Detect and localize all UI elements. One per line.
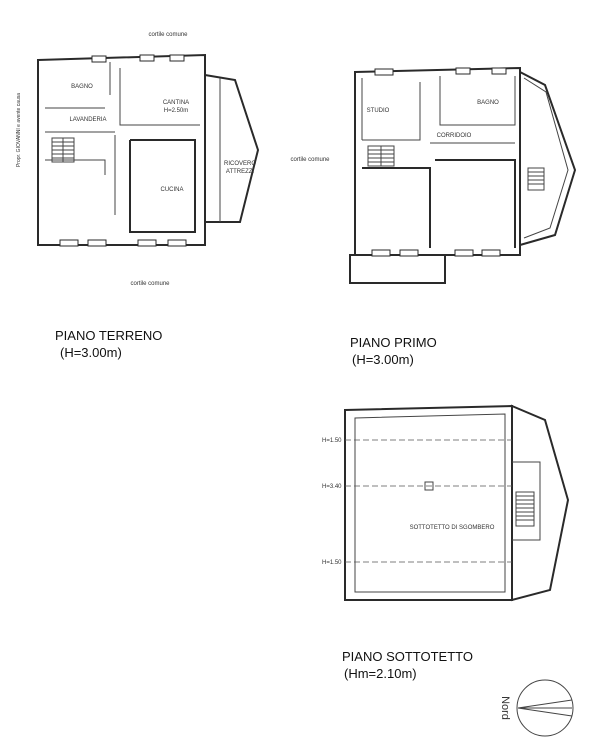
first-floor-height: (H=3.00m) (352, 352, 414, 367)
ground-floor-height: (H=3.00m) (60, 345, 122, 360)
ground-window (87, 239, 107, 247)
first-window (491, 67, 507, 75)
attic-height-ridge-label: H=3.40 (322, 484, 342, 490)
first-window (455, 67, 471, 75)
ground-stair (51, 137, 75, 163)
ground-bottom-courtyard-label: cortile comune (130, 281, 170, 287)
first-partition (362, 82, 421, 141)
first-floor-plan: cortile comune (290, 66, 577, 367)
ground-room-attrezzi: ATTREZZI (226, 169, 255, 175)
first-room-corridoio: CORRIDOIO (437, 133, 472, 139)
ground-room-cucina: CUCINA (160, 187, 183, 193)
first-bay-inner (523, 77, 569, 239)
ground-kitchen-wall (129, 139, 196, 233)
ground-window (167, 239, 187, 247)
ground-room-lavanderia: LAVANDERIA (69, 117, 106, 123)
ground-room-cantina: CANTINA (163, 100, 189, 106)
first-partition (439, 76, 516, 126)
attic-floor-title: PIANO SOTTOTETTO (342, 649, 473, 664)
first-window (371, 249, 391, 257)
ground-side-owner-label: Propr. GIOVANNI e avente causa (16, 93, 22, 167)
first-window (454, 249, 474, 257)
north-arrow-icon: Nord (499, 679, 574, 737)
ground-room-ricovero: RICOVERO (224, 161, 256, 167)
attic-floor-plan: H=1.50 H=3.40 H=1.50 SOTTOTETTO DI SGOMB… (322, 404, 570, 681)
attic-chimney (424, 481, 434, 491)
ground-room-cantina-height: H=2.50m (164, 108, 189, 114)
first-window (481, 249, 501, 257)
north-circle (516, 679, 574, 737)
first-window (374, 68, 394, 76)
attic-outer-wall (344, 404, 513, 601)
north-pointer (517, 707, 573, 717)
ground-window (91, 55, 107, 63)
north-pointer (517, 699, 573, 709)
ground-floor-title: PIANO TERRENO (55, 328, 162, 343)
first-partition-wall (362, 167, 431, 248)
attic-room-label: SOTTOTETTO DI SGOMBERO (410, 525, 495, 531)
first-floor-title: PIANO PRIMO (350, 335, 437, 350)
first-room-bagno: BAGNO (477, 100, 499, 106)
first-partition-wall (435, 159, 516, 248)
first-room-studio: STUDIO (367, 108, 390, 114)
first-side-courtyard-label: cortile comune (290, 157, 330, 163)
first-bay-wall (519, 70, 577, 247)
ground-partition (45, 159, 106, 175)
ground-window (137, 239, 157, 247)
attic-height-bottom-label: H=1.50 (322, 560, 342, 566)
first-stair (367, 145, 395, 167)
attic-floor-height: (Hm=2.10m) (344, 666, 417, 681)
attic-stair-enclosure (512, 461, 541, 541)
ground-partition (119, 68, 200, 126)
north-label: Nord (499, 696, 511, 720)
ground-window (169, 54, 185, 62)
ground-shed-wall (204, 73, 260, 223)
ground-floor-plan: cortile comune cortile comune Propr. GIO… (16, 32, 260, 360)
attic-inner-wall (354, 413, 506, 593)
ground-window (59, 239, 79, 247)
attic-stair (515, 491, 535, 527)
first-window (399, 249, 419, 257)
ground-room-bagno: BAGNO (71, 84, 93, 90)
attic-bay-wall (511, 404, 570, 602)
ground-window (139, 54, 155, 62)
ground-top-courtyard-label: cortile comune (148, 32, 188, 38)
first-terrace (349, 254, 446, 284)
first-bay-stair (527, 167, 545, 191)
attic-height-top-label: H=1.50 (322, 438, 342, 444)
